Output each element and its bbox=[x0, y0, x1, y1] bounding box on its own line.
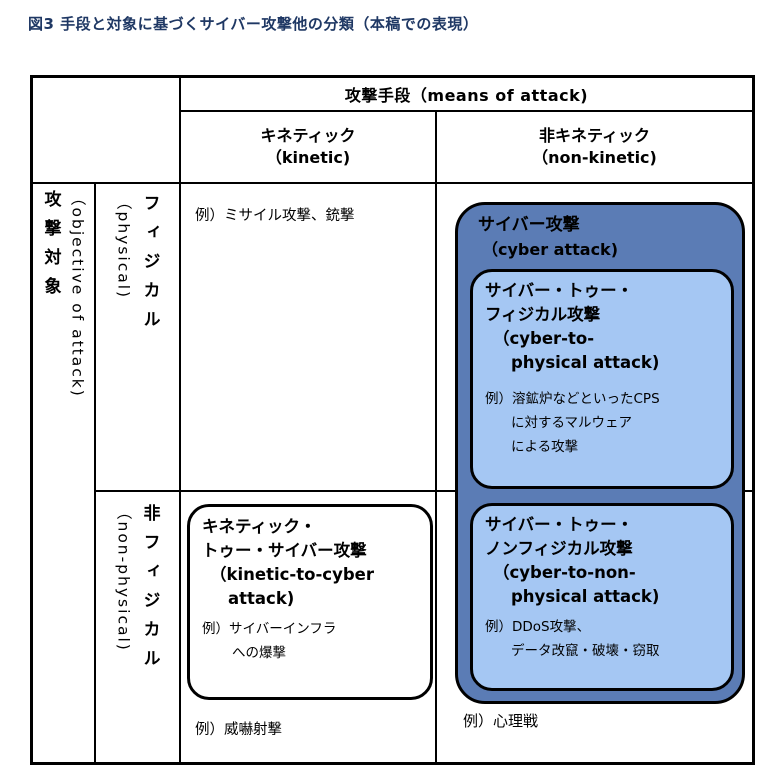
grid-hline-header2 bbox=[33, 182, 752, 184]
cyber-attack-box: サイバー攻撃 （cyber attack) サイバー・トゥー・ フィジカル攻撃 … bbox=[455, 202, 745, 704]
k2c-example: 例）サイバーインフラ への爆撃 bbox=[202, 617, 424, 666]
grid-vline-objective bbox=[94, 182, 96, 762]
c2p-title-line: フィジカル攻撃 bbox=[485, 304, 601, 324]
kinetic-footer-example: 例）威嚇射撃 bbox=[195, 722, 282, 738]
c2np-title-line: サイバー・トゥー・ bbox=[485, 515, 634, 534]
c2p-example-line: 例）溶鉱炉などといったCPS bbox=[485, 390, 660, 407]
header-non-kinetic: 非キネティック （non-kinetic) bbox=[437, 112, 752, 182]
header-means-label: 攻撃手段（means of attack) bbox=[344, 86, 589, 105]
header-objective-of-attack: 攻撃対象 （objective of attack) bbox=[33, 184, 94, 762]
c2np-title-line: ノンフィジカル攻撃 bbox=[485, 538, 633, 558]
header-objective-en: （objective of attack) bbox=[68, 190, 87, 398]
c2p-title-line: サイバー・トゥー・ bbox=[485, 281, 634, 300]
k2c-title-line: トゥー・サイバー攻撃 bbox=[202, 540, 367, 560]
grid-hline-rows bbox=[94, 490, 752, 492]
c2p-example-line: に対するマルウェア bbox=[511, 414, 632, 431]
classification-table: 攻撃手段（means of attack) キネティック （kinetic) 非… bbox=[30, 75, 755, 765]
header-physical-ja: フィジカル bbox=[139, 194, 160, 339]
header-kinetic-ja: キネティック bbox=[260, 126, 356, 146]
c2np-example-line: データ改竄・破壊・窃取 bbox=[511, 642, 660, 659]
c2np-example-line: 例）DDoS攻撃、 bbox=[485, 618, 591, 635]
kinetic-to-cyber-box: キネティック・ トゥー・サイバー攻撃 （kinetic-to-cyber att… bbox=[187, 504, 433, 700]
c2p-title-line: physical attack) bbox=[511, 352, 660, 372]
header-non-kinetic-ja: 非キネティック bbox=[538, 126, 651, 146]
cyber-to-physical-box: サイバー・トゥー・ フィジカル攻撃 （cyber-to- physical at… bbox=[470, 269, 734, 489]
cyber-attack-title-en: （cyber attack) bbox=[482, 239, 619, 259]
k2c-title-line: attack) bbox=[228, 588, 295, 608]
cyber-attack-box-title: サイバー攻撃 （cyber attack) bbox=[458, 205, 742, 261]
cyber-attack-title-ja: サイバー攻撃 bbox=[478, 215, 580, 235]
header-physical-en: （physical) bbox=[114, 194, 133, 300]
k2c-example-line: 例）サイバーインフラ bbox=[202, 620, 337, 637]
c2np-title-line: （cyber-to-non- bbox=[493, 562, 636, 582]
header-objective-ja: 攻撃対象 bbox=[40, 190, 61, 306]
header-non-kinetic-en: （non-kinetic) bbox=[532, 148, 657, 167]
header-non-physical-ja: 非フィジカル bbox=[139, 504, 160, 678]
grid-vline-columns bbox=[435, 110, 437, 762]
c2p-example-line: による攻撃 bbox=[511, 439, 579, 456]
grid-hline-header bbox=[179, 110, 752, 112]
k2c-example-line: への爆撃 bbox=[232, 644, 286, 661]
k2c-title-line: キネティック・ bbox=[202, 517, 317, 536]
header-kinetic-en: （kinetic) bbox=[265, 148, 351, 167]
kinetic-physical-example: 例）ミサイル攻撃、銃撃 bbox=[195, 208, 355, 224]
non-kinetic-footer-example: 例）心理戦 bbox=[463, 712, 539, 730]
k2c-title-line: （kinetic-to-cyber bbox=[210, 564, 374, 584]
figure-title: 図3 手段と対象に基づくサイバー攻撃他の分類（本稿での表現） bbox=[28, 15, 479, 33]
c2np-example: 例）DDoS攻撃、 データ改竄・破壊・窃取 bbox=[485, 615, 725, 664]
c2np-title-line: physical attack) bbox=[511, 586, 660, 606]
header-means-of-attack: 攻撃手段（means of attack) bbox=[181, 78, 752, 110]
header-non-physical-en: （non-physical) bbox=[114, 504, 133, 652]
c2p-title-line: （cyber-to- bbox=[493, 328, 595, 348]
cyber-to-non-physical-box: サイバー・トゥー・ ノンフィジカル攻撃 （cyber-to-non- physi… bbox=[470, 503, 734, 691]
header-physical: （physical) フィジカル bbox=[96, 184, 179, 490]
grid-vline-rowlabels bbox=[179, 78, 181, 762]
header-kinetic: キネティック （kinetic) bbox=[181, 112, 435, 182]
header-non-physical: （non-physical) 非フィジカル bbox=[96, 492, 179, 762]
c2p-example: 例）溶鉱炉などといったCPS に対するマルウェア による攻撃 bbox=[485, 387, 725, 460]
